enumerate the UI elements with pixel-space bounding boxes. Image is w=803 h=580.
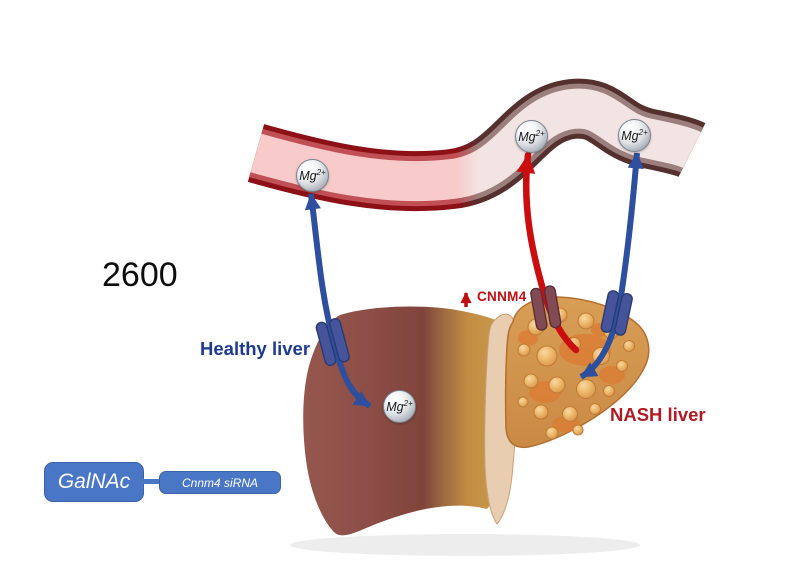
mg-ion-label: Mg2+ (621, 127, 648, 143)
healthy-liver-label: Healthy liver (200, 338, 311, 359)
liver-shadow (290, 534, 640, 556)
mg-ion-label: Mg2+ (299, 167, 326, 183)
mg-ion-vessel-left: Mg2+ (296, 159, 329, 192)
cnnm4-label: CNNM4 (477, 289, 527, 304)
construct-linker (142, 479, 161, 484)
cnnm4-sirna-box: Cnnm4 siRNA (159, 471, 281, 494)
mg-channel-nash (600, 290, 633, 336)
liver-illustration (303, 296, 650, 536)
galnac-carrier-box: GalNAc (44, 462, 144, 502)
cnnm4-mg-efflux-arrow (516, 151, 580, 354)
nash-liver-label: NASH liver (610, 404, 706, 425)
mg-channel-healthy (315, 318, 350, 367)
cnnm4-channel-nash (530, 285, 562, 331)
figure-number-watermark: 2600 (102, 256, 178, 294)
mg-ion-vessel-right: Mg2+ (618, 119, 651, 152)
nash-mg-exchange-arrow (579, 152, 644, 380)
mg-ion-label: Mg2+ (386, 398, 413, 414)
mg-ion-vessel-middle: Mg2+ (515, 120, 548, 153)
mg-ion-liver: Mg2+ (383, 390, 416, 423)
mg-ion-label: Mg2+ (518, 128, 545, 144)
